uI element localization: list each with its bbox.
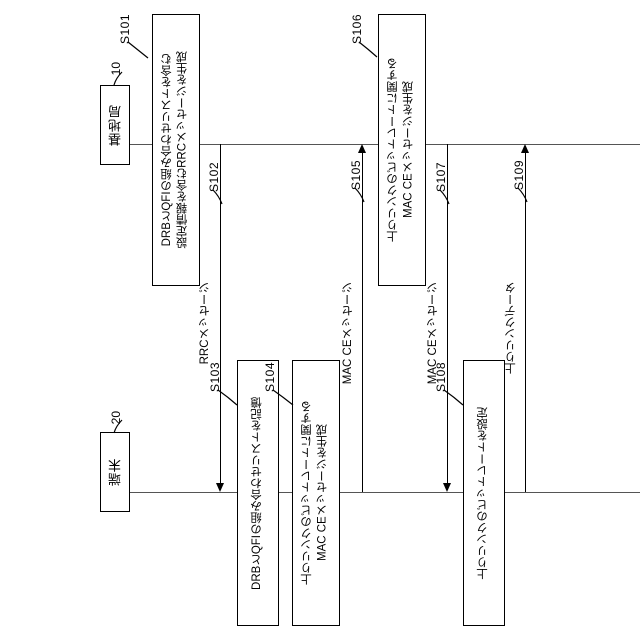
arrow-head-s109 bbox=[520, 144, 529, 153]
process-text-s106: 上りリンクのビットレートに関する MAC CEメッセージを生成 bbox=[387, 58, 415, 242]
process-box-s106: 上りリンクのビットレートに関する MAC CEメッセージを生成 bbox=[378, 14, 426, 286]
message-label-s105: MAC CEメッセージ bbox=[342, 282, 354, 385]
process-text-s108: 上りリンクのビットレートを設定 bbox=[477, 406, 490, 580]
actor-box-base-station: 基地局 bbox=[100, 85, 130, 165]
step-tag-s108: S108 bbox=[434, 362, 448, 393]
arrow-head-s107 bbox=[442, 483, 451, 492]
message-label-s109: 上りリンクデータ bbox=[505, 282, 517, 374]
process-text-s104: 上りリンクのビットレートに関する MAC CEメッセージを生成 bbox=[301, 401, 329, 585]
message-label-s102: RRCメッセージ bbox=[199, 282, 211, 365]
reference-tag-base-station: 10 bbox=[109, 62, 123, 76]
actor-label-base-station: 基地局 bbox=[107, 104, 123, 146]
step-tag-s101: S101 bbox=[118, 14, 132, 45]
step-tag-s104: S104 bbox=[263, 362, 277, 393]
step-tag-s107: S107 bbox=[434, 162, 448, 193]
process-text-s101: DRBとQFIの組み合わせリストを含む 設定情報を含むRRCメッセージを生成 bbox=[161, 51, 189, 249]
arrow-head-s105 bbox=[357, 144, 366, 153]
lifeline-terminal bbox=[113, 492, 640, 493]
step-tag-s106: S106 bbox=[350, 14, 364, 45]
step-tag-s103: S103 bbox=[208, 362, 222, 393]
process-text-s103: DRBとQFIの組み合わせリストを記憶 bbox=[251, 396, 264, 590]
actor-label-terminal: 端末 bbox=[107, 458, 123, 486]
step-tag-s102: S102 bbox=[207, 162, 221, 193]
process-box-s101: DRBとQFIの組み合わせリストを含む 設定情報を含むRRCメッセージを生成 bbox=[152, 14, 200, 286]
arrow-line-s105 bbox=[362, 152, 363, 492]
arrow-line-s107 bbox=[447, 144, 448, 484]
process-box-s103: DRBとQFIの組み合わせリストを記憶 bbox=[237, 360, 279, 626]
arrow-head-s102 bbox=[215, 483, 224, 492]
process-box-s104: 上りリンクのビットレートに関する MAC CEメッセージを生成 bbox=[292, 360, 340, 626]
reference-tag-terminal: 20 bbox=[109, 411, 123, 425]
lifeline-base-station bbox=[113, 144, 640, 145]
arrow-line-s109 bbox=[525, 152, 526, 492]
step-tag-s105: S105 bbox=[349, 160, 363, 191]
step-tag-s109: S109 bbox=[512, 160, 526, 191]
process-box-s108: 上りリンクのビットレートを設定 bbox=[463, 360, 505, 626]
arrow-line-s102 bbox=[220, 144, 221, 484]
actor-box-terminal: 端末 bbox=[100, 432, 130, 512]
